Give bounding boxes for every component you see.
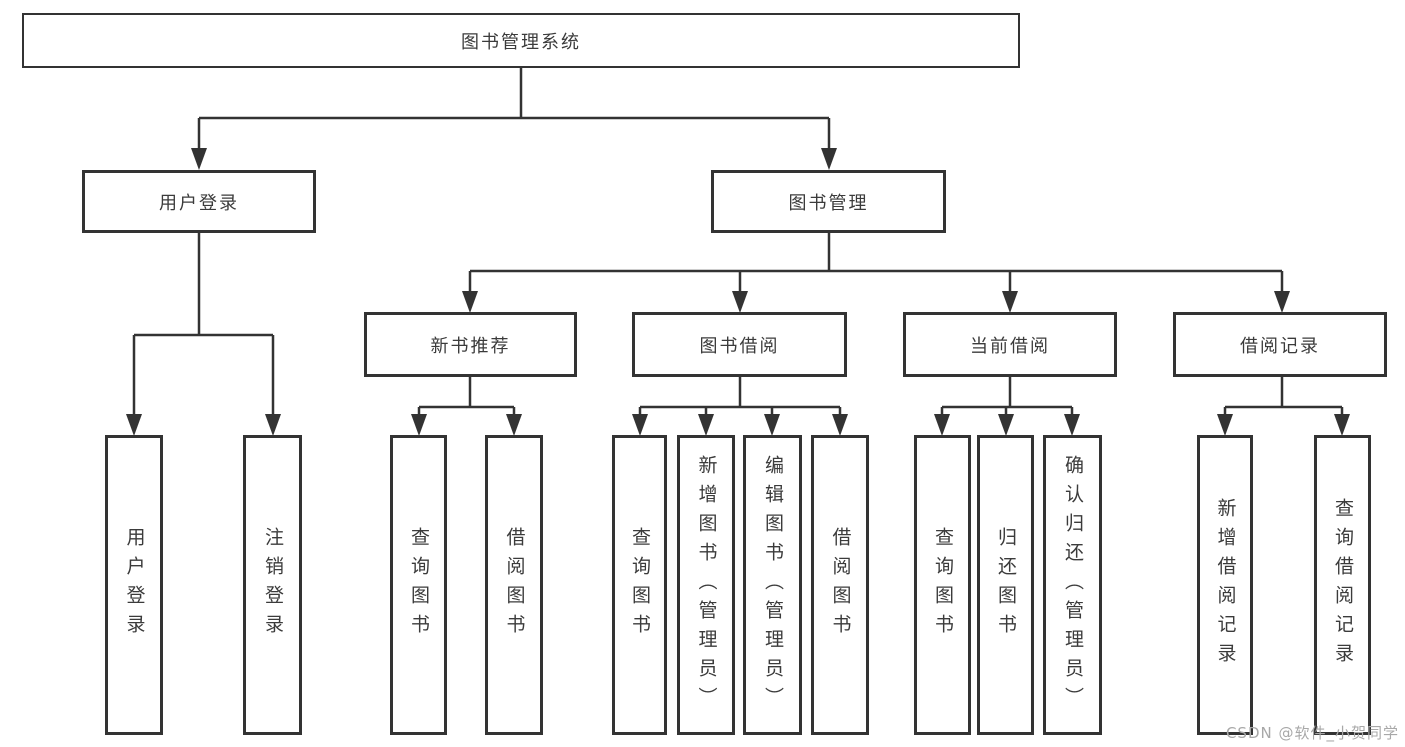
node-bb-edit-book: 编辑图书（管理员） bbox=[743, 435, 802, 735]
node-current-borrow-label: 当前借阅 bbox=[970, 335, 1050, 357]
node-logout-label: 注销登录 bbox=[262, 527, 284, 643]
node-bb-borrow-book-label: 借阅图书 bbox=[829, 527, 852, 643]
node-br-add-record: 新增借阅记录 bbox=[1197, 435, 1253, 735]
node-new-book-rec: 新书推荐 bbox=[364, 312, 577, 377]
node-root: 图书管理系统 bbox=[22, 13, 1020, 68]
node-borrow-record-label: 借阅记录 bbox=[1240, 335, 1320, 357]
node-user-login: 用户登录 bbox=[82, 170, 316, 233]
node-br-add-record-label: 新增借阅记录 bbox=[1214, 498, 1237, 672]
node-book-borrow: 图书借阅 bbox=[632, 312, 847, 377]
node-cb-query-book-label: 查询图书 bbox=[932, 527, 954, 643]
node-book-mgmt: 图书管理 bbox=[711, 170, 946, 233]
node-login: 用户登录 bbox=[105, 435, 163, 735]
node-login-label: 用户登录 bbox=[123, 527, 146, 643]
node-bb-add-book: 新增图书（管理员） bbox=[677, 435, 735, 735]
node-bb-add-book-label: 新增图书（管理员） bbox=[695, 454, 718, 716]
node-cb-return-book: 归还图书 bbox=[977, 435, 1034, 735]
node-cb-query-book: 查询图书 bbox=[914, 435, 971, 735]
node-br-query-record: 查询借阅记录 bbox=[1314, 435, 1371, 735]
node-nbr-query-book: 查询图书 bbox=[390, 435, 447, 735]
node-nbr-borrow-book-label: 借阅图书 bbox=[503, 527, 526, 643]
node-nbr-borrow-book: 借阅图书 bbox=[485, 435, 543, 735]
node-cb-confirm-return-label: 确认归还（管理员） bbox=[1062, 454, 1084, 716]
node-bb-borrow-book: 借阅图书 bbox=[811, 435, 869, 735]
node-book-borrow-label: 图书借阅 bbox=[699, 335, 780, 357]
node-root-label: 图书管理系统 bbox=[461, 31, 581, 53]
node-cb-confirm-return: 确认归还（管理员） bbox=[1043, 435, 1102, 735]
node-br-query-record-label: 查询借阅记录 bbox=[1332, 498, 1354, 672]
node-bb-query-book: 查询图书 bbox=[612, 435, 667, 735]
node-bb-edit-book-label: 编辑图书（管理员） bbox=[762, 454, 784, 716]
node-nbr-query-book-label: 查询图书 bbox=[408, 527, 430, 643]
node-new-book-rec-label: 新书推荐 bbox=[430, 335, 511, 357]
node-user-login-label: 用户登录 bbox=[159, 192, 239, 214]
node-logout: 注销登录 bbox=[243, 435, 302, 735]
node-borrow-record: 借阅记录 bbox=[1173, 312, 1387, 377]
node-book-mgmt-label: 图书管理 bbox=[788, 192, 869, 214]
watermark-text: CSDN @软件_小贺同学 bbox=[1225, 724, 1399, 742]
node-cb-return-book-label: 归还图书 bbox=[995, 527, 1017, 643]
node-bb-query-book-label: 查询图书 bbox=[629, 527, 651, 643]
node-current-borrow: 当前借阅 bbox=[903, 312, 1117, 377]
